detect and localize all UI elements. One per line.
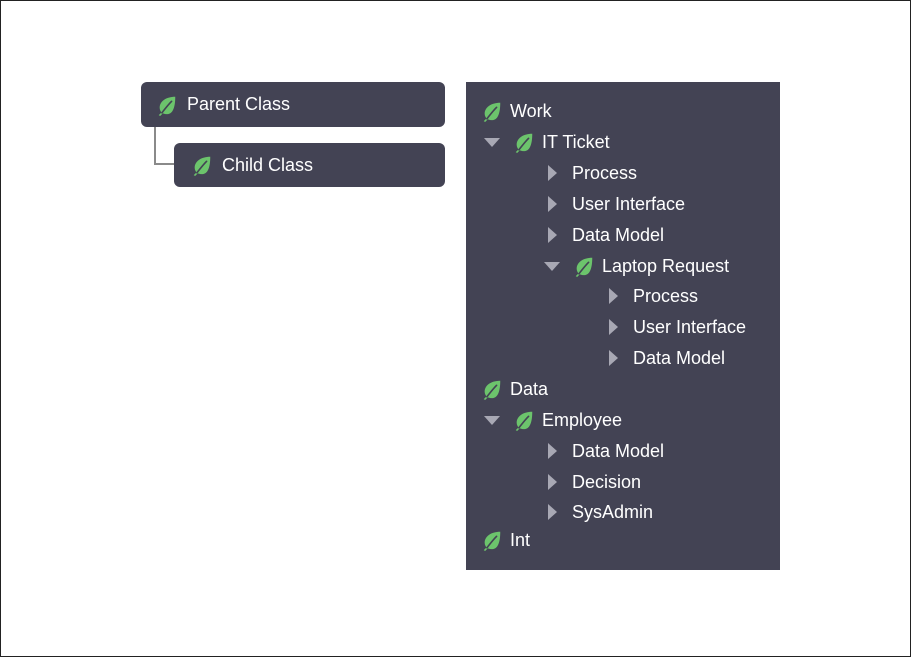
class-tree-panel: Work IT Ticket Process User Interface Da… — [466, 82, 780, 570]
tree-node-user-interface[interactable]: User Interface — [548, 189, 685, 219]
tree-node-user-interface[interactable]: User Interface — [609, 312, 746, 342]
tree-node-label: Data Model — [572, 224, 665, 245]
leaf-icon — [483, 380, 501, 400]
tree-node-label: User Interface — [572, 193, 686, 214]
tree-node-data-model[interactable]: Data Model — [548, 220, 664, 250]
leaf-icon — [158, 96, 176, 116]
caret-right-icon[interactable] — [609, 288, 618, 304]
leaf-icon — [483, 102, 501, 122]
tree-node-data-model[interactable]: Data Model — [609, 343, 725, 373]
caret-right-icon[interactable] — [548, 227, 557, 243]
caret-right-icon[interactable] — [548, 443, 557, 459]
caret-right-icon[interactable] — [548, 504, 557, 520]
tree-node-laptop-request[interactable]: Laptop Request — [544, 251, 729, 281]
child-class-label: Child Class — [222, 154, 314, 175]
tree-node-process[interactable]: Process — [548, 158, 637, 188]
child-class-node: Child Class — [174, 143, 445, 187]
tree-node-it-ticket[interactable]: IT Ticket — [484, 127, 610, 157]
tree-node-sysadmin[interactable]: SysAdmin — [548, 497, 653, 527]
leaf-icon — [193, 156, 211, 176]
tree-node-employee[interactable]: Employee — [484, 405, 622, 435]
hierarchy-connector — [154, 127, 174, 165]
caret-right-icon[interactable] — [609, 350, 618, 366]
tree-node-label: IT Ticket — [542, 131, 610, 152]
tree-node-work[interactable]: Work — [481, 96, 552, 126]
parent-class-label: Parent Class — [187, 94, 291, 114]
leaf-icon — [515, 133, 533, 153]
tree-node-data[interactable]: Data — [481, 374, 548, 404]
caret-down-icon[interactable] — [544, 261, 560, 271]
leaf-icon — [575, 257, 593, 277]
caret-right-icon[interactable] — [548, 165, 557, 181]
tree-node-label: User Interface — [633, 316, 747, 337]
caret-right-icon[interactable] — [548, 474, 557, 490]
tree-node-int[interactable]: Int — [481, 525, 530, 555]
tree-node-label: Decision — [572, 471, 642, 492]
tree-node-label: Int — [510, 529, 531, 550]
tree-node-label: Process — [572, 162, 638, 183]
parent-class-node: Parent Class — [141, 82, 445, 127]
tree-node-label: Data Model — [572, 440, 665, 461]
tree-node-label: Data — [510, 378, 549, 399]
tree-node-label: Laptop Request — [602, 255, 730, 276]
tree-node-label: Employee — [542, 409, 623, 430]
tree-node-data-model[interactable]: Data Model — [548, 436, 664, 466]
leaf-icon — [515, 411, 533, 431]
caret-down-icon[interactable] — [484, 415, 500, 425]
tree-node-label: Process — [633, 285, 699, 306]
tree-node-decision[interactable]: Decision — [548, 467, 641, 497]
caret-right-icon[interactable] — [548, 196, 557, 212]
tree-node-label: SysAdmin — [572, 501, 654, 522]
leaf-icon — [483, 531, 501, 551]
tree-node-process[interactable]: Process — [609, 281, 698, 311]
tree-node-label: Work — [510, 100, 552, 121]
tree-node-label: Data Model — [633, 347, 726, 368]
caret-right-icon[interactable] — [609, 319, 618, 335]
caret-down-icon[interactable] — [484, 137, 500, 147]
